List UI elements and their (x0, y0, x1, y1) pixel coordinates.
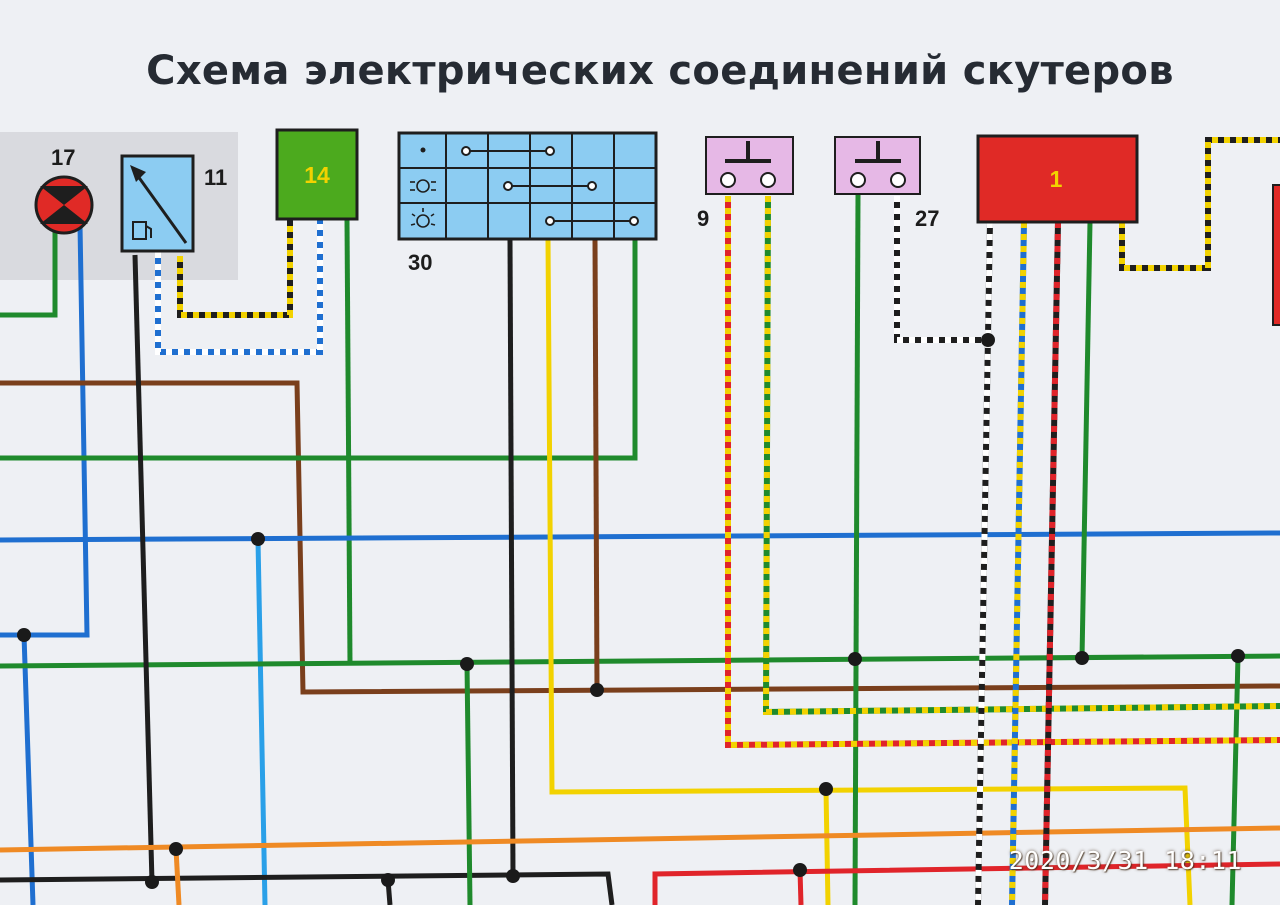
wire-black-yellow-1-stripe (1119, 137, 1280, 271)
wire-green-1 (1079, 221, 1093, 659)
junction-dot (1075, 651, 1089, 665)
component-27-push-switch (834, 136, 921, 195)
wire-black-yellow-14-stripe (177, 220, 293, 318)
switch-27-terminal (890, 172, 906, 188)
junction-dot (17, 628, 31, 642)
label-17: 17 (51, 145, 76, 170)
wire-green-mid (0, 240, 638, 461)
striped-wires (155, 137, 1280, 905)
component-right-edge (1272, 184, 1280, 326)
wire-green-17 (0, 230, 58, 318)
label-1: 1 (1050, 166, 1063, 192)
wire-black-30 (507, 239, 516, 877)
wire-light-blue (255, 539, 268, 905)
wire-red-bottom (652, 861, 1280, 905)
junction-dot (848, 652, 862, 666)
wire-black-bottom (0, 871, 615, 905)
contact-point (545, 216, 555, 226)
wire-black-white-27-stripe (894, 196, 988, 343)
wire-orange-drop (173, 848, 182, 905)
label-9: 9 (697, 206, 710, 231)
wire-blue-white-11-stripe (155, 220, 323, 355)
component-9-push-switch (705, 136, 794, 195)
component-30-light-switch (397, 131, 658, 241)
wire-orange (0, 825, 1280, 853)
off-position-icon (420, 147, 426, 153)
label-14: 14 (304, 162, 330, 188)
wire-blue-left-drop (21, 634, 36, 905)
wire-black-red-1-stripe (1042, 221, 1061, 905)
wire-black-white-27-base (894, 196, 988, 343)
switch-9-terminal (720, 172, 736, 188)
switch-9-terminal (760, 172, 776, 188)
wire-brown-30 (592, 239, 600, 691)
headlight-icon (410, 208, 436, 228)
lamp-hourglass-icon (40, 186, 88, 224)
junction-dot (1231, 649, 1245, 663)
junction-dot (793, 863, 807, 877)
gauge-needle-arrowhead (130, 165, 146, 182)
fuel-pump-icon (132, 221, 147, 240)
wire-black-yellow-1-base (1119, 137, 1280, 271)
junction-dot (460, 657, 474, 671)
wire-green-27 (852, 194, 861, 905)
contact-point (503, 181, 513, 191)
junction-dot (590, 683, 604, 697)
wire-red-yellow-9-base (725, 196, 1280, 749)
fuel-pump-hose-icon (145, 225, 152, 238)
photo-timestamp: 2020/3/31 18:11 (1008, 846, 1242, 875)
wire-green-yellow-9-stripe (762, 195, 1280, 716)
junction-dot (169, 842, 183, 856)
component-1-module (976, 134, 1139, 224)
diagram-title: Схема электрических соединений скутеров (146, 48, 1174, 94)
wire-blue-yellow-1-stripe (1009, 221, 1027, 905)
wire-green-long (0, 653, 1280, 669)
contact-point (545, 146, 555, 156)
parking-light-icon (410, 179, 436, 193)
label-27: 27 (915, 206, 940, 231)
wire-yellow-drop (823, 789, 831, 905)
wires (0, 194, 1280, 905)
component-11-fuel-gauge (120, 154, 195, 253)
gauge-needle-icon (133, 171, 188, 244)
junction-dot (145, 875, 159, 889)
junction-dot (381, 873, 395, 887)
wire-green-14 (344, 219, 353, 665)
wire-black-11 (132, 254, 155, 883)
switch-27-terminal (850, 172, 866, 188)
label-30: 30 (408, 250, 433, 275)
wire-yellow-30 (545, 239, 1193, 905)
wire-green-drop-1 (464, 663, 473, 905)
junction-dots (17, 333, 1245, 889)
junction-dot (506, 869, 520, 883)
junction-dot (251, 532, 265, 546)
contact-point (461, 146, 471, 156)
wire-red-yellow-9-stripe (725, 196, 1280, 749)
wire-blue-17 (0, 224, 90, 638)
junction-dot (819, 782, 833, 796)
wire-blue-long (0, 530, 1280, 543)
component-14-module (275, 128, 359, 221)
component-17-lamp (34, 175, 94, 235)
junction-dot (981, 333, 995, 347)
contact-point (629, 216, 639, 226)
contact-point (587, 181, 597, 191)
label-11: 11 (204, 165, 228, 190)
